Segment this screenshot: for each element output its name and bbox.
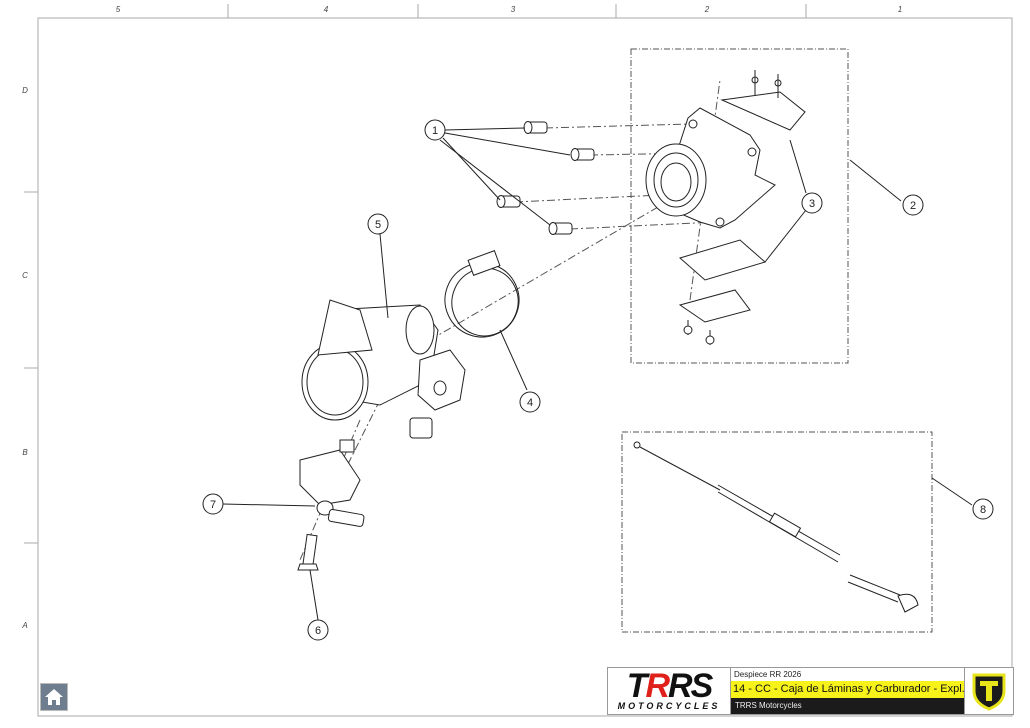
trrs-shield-logo: [964, 668, 1013, 714]
shield-icon: [972, 673, 1006, 711]
row-label: C: [22, 271, 28, 280]
reed-valve-group-box: [630, 48, 849, 364]
callout-1: 1: [432, 125, 438, 137]
drawing-title: 14 - CC - Caja de Láminas y Carburador -…: [731, 681, 965, 698]
callouts: 1 2 3 4 5 6 7 8: [202, 119, 994, 641]
callout-7: 7: [210, 499, 216, 511]
hose-clamp-item-4: [444, 250, 520, 338]
row-label: D: [22, 86, 28, 95]
drawing-frame: [37, 17, 1013, 717]
home-button[interactable]: [40, 683, 68, 711]
column-label: 5: [116, 5, 121, 14]
column-label: 4: [324, 5, 329, 14]
trrs-logo: TRRS MOTORCYCLES: [608, 668, 731, 714]
column-label: 2: [704, 5, 710, 14]
callout-3: 3: [809, 198, 815, 210]
row-label: A: [21, 621, 27, 630]
callout-8: 8: [980, 504, 986, 516]
title-block: TRRS MOTORCYCLES Despiece RR 2026 14 - C…: [607, 667, 1014, 715]
pin-item-6: [297, 533, 319, 571]
row-label: B: [22, 448, 28, 457]
column-label: 1: [898, 5, 902, 14]
callout-4: 4: [527, 397, 533, 409]
sensor-item-7: [299, 439, 365, 527]
home-icon: [45, 689, 63, 705]
document-name: Despiece RR 2026: [734, 670, 802, 679]
callout-6: 6: [315, 625, 321, 637]
bolts-item-1: [496, 121, 595, 235]
column-label: 3: [511, 5, 516, 14]
company-name: TRRS Motorcycles: [731, 698, 964, 714]
throttle-body-item-5: [301, 299, 466, 439]
cable-group-box: [621, 431, 933, 633]
throttle-cable-item-8: [633, 441, 919, 613]
leader-lines: [222, 127, 973, 621]
reed-valve-housing-item-2: [645, 70, 806, 345]
callout-2: 2: [910, 200, 916, 212]
frame-dividers: [24, 4, 807, 544]
callout-5: 5: [375, 219, 381, 231]
